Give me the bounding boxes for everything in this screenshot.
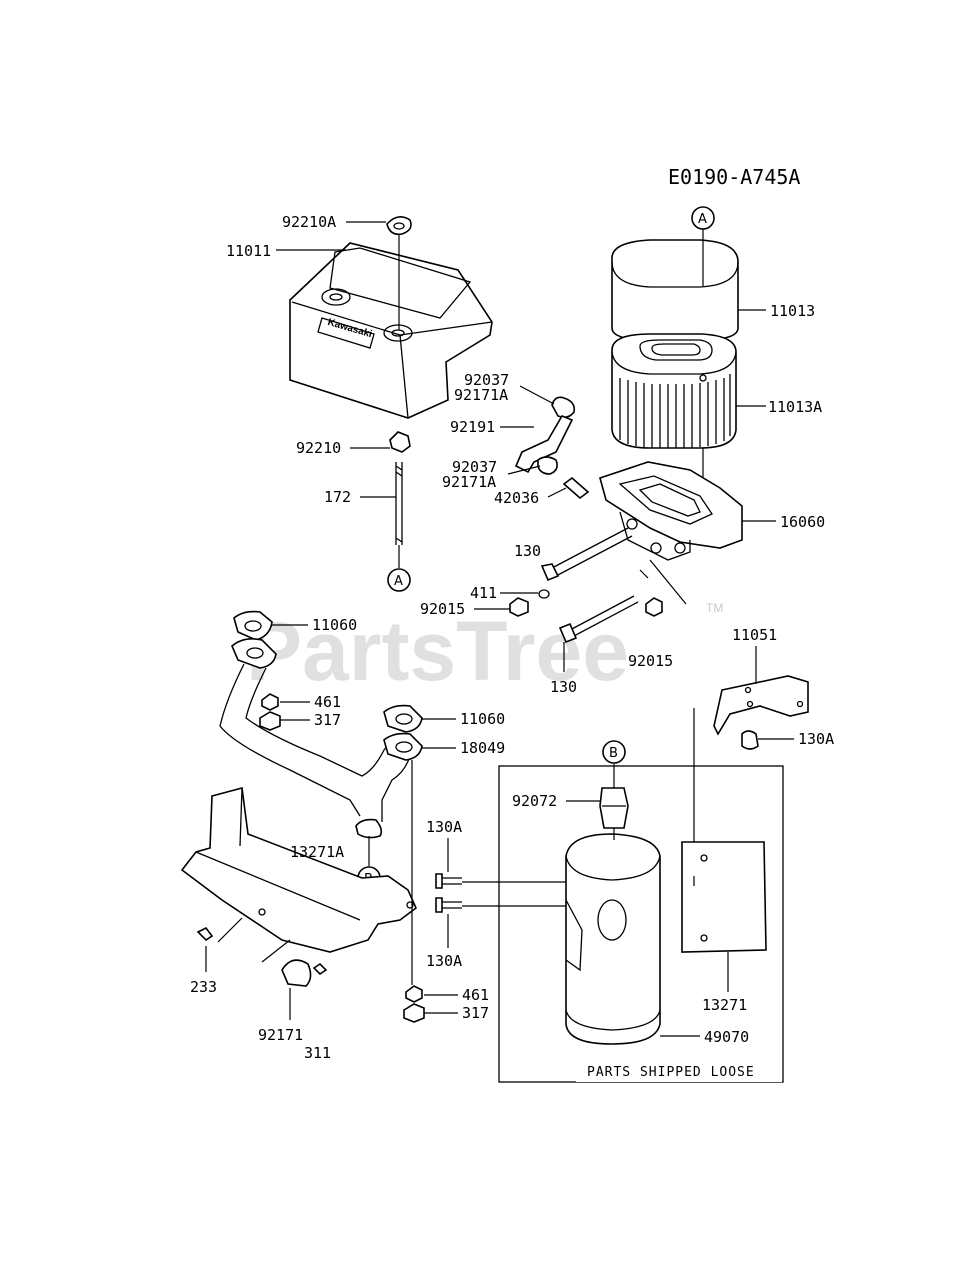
callout-13271A: 13271A [290,843,344,861]
callout-130A-upper: 130A [426,818,462,836]
ref-marker-a-top [691,206,715,230]
callout-317-bottom: 317 [462,1004,489,1022]
callout-11060-right: 11060 [460,710,505,728]
nut-92015-right-part[interactable] [645,597,663,617]
diagram-code: E0190-A745A [668,165,800,189]
callout-42036: 42036 [494,489,539,507]
callout-311: 311 [304,1044,331,1062]
nut-317-bottom-part[interactable] [403,1003,425,1023]
callout-92210: 92210 [296,439,341,457]
callout-92210A: 92210A [282,213,336,231]
muffler-bracket-part[interactable] [180,786,417,953]
breather-pipe-part[interactable] [562,476,590,500]
bolt-311-part[interactable] [312,962,328,976]
air-cleaner-base-part[interactable] [599,461,743,561]
bolt-130A-lower-part[interactable] [435,897,462,913]
callout-92015-left: 92015 [420,600,465,618]
muffler-guard-part[interactable] [681,841,767,953]
ref-marker-a-left [387,568,411,592]
callout-172: 172 [324,488,351,506]
watermark: PartsTree [246,604,629,698]
loose-parts-note: PARTS SHIPPED LOOSE [587,1065,755,1080]
exhaust-pipe-part[interactable] [219,638,423,839]
callout-92072: 92072 [512,792,557,810]
spark-arrestor-part[interactable] [599,787,629,829]
callout-11013: 11013 [770,302,815,320]
callout-92015-right: 92015 [628,652,673,670]
callout-11013A: 11013A [768,398,822,416]
gasket-11060-right-part[interactable] [383,704,423,733]
watermark-tm: TM [706,601,723,615]
air-cleaner-cover-part[interactable]: Kawasaki [289,242,493,419]
callout-130A-lower: 130A [426,952,462,970]
callout-16060: 16060 [780,513,825,531]
callout-92171A-mid: 92171A [442,473,496,491]
callout-13271: 13271 [702,996,747,1014]
callout-461-top: 461 [314,693,341,711]
nut-461-bottom-part[interactable] [405,985,423,1003]
svg-text:A: A [698,212,707,227]
nut-92210-part[interactable] [389,431,411,453]
nut-461-top-part[interactable] [261,693,279,711]
clamp-top-part[interactable] [551,396,576,419]
filter-element-part[interactable] [611,333,737,449]
callout-233: 233 [190,978,217,996]
pre-cleaner-part[interactable] [611,239,739,341]
callout-92171A-top: 92171A [454,386,508,404]
callout-130-upper: 130 [514,542,541,560]
wing-knob-part[interactable] [386,216,412,236]
clamp-92171-part[interactable] [281,959,312,987]
callout-18049: 18049 [460,739,505,757]
callout-130A-right: 130A [798,730,834,748]
callout-411: 411 [470,584,497,602]
callout-92171: 92171 [258,1026,303,1044]
callout-11060-top: 11060 [312,616,357,634]
bolt-130-lower-part[interactable] [558,595,639,644]
callout-317-top: 317 [314,711,341,729]
ref-marker-b-box [602,740,626,764]
bolt-130A-right-part[interactable] [741,730,759,750]
svg-text:A: A [394,574,403,589]
callout-11051: 11051 [732,626,777,644]
callout-130-lower: 130 [550,678,577,696]
callout-11011: 11011 [226,242,271,260]
callout-461-bottom: 461 [462,986,489,1004]
bolt-233-part[interactable] [196,926,214,942]
svg-text:B: B [609,746,618,761]
callout-92037-top: 92037 [464,371,509,389]
nut-92015-left-part[interactable] [509,597,529,617]
muffler-part[interactable] [565,833,661,1045]
bracket-11051-part[interactable] [713,675,809,736]
washer-411-part[interactable] [538,589,550,599]
breather-hose-part[interactable] [514,415,574,474]
callout-92191: 92191 [450,418,495,436]
callout-leaders [272,221,794,1037]
nut-317-top-part[interactable] [259,711,281,731]
callout-92037-mid: 92037 [452,458,497,476]
callout-49070: 49070 [704,1028,749,1046]
bolt-130-upper-part[interactable] [540,527,633,582]
stud-172-part[interactable] [395,462,403,545]
clamp-mid-part[interactable] [537,456,558,475]
bolt-130A-upper-part[interactable] [435,873,462,889]
